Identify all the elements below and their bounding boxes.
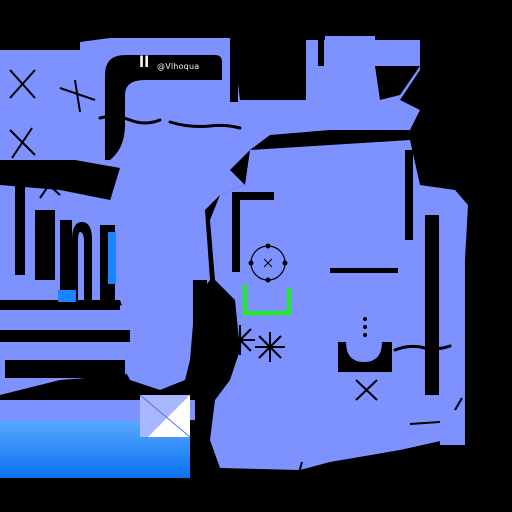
wall-left-mid-2 xyxy=(35,210,55,280)
wall-layer xyxy=(0,36,439,395)
water-column xyxy=(108,232,116,284)
water-column-2 xyxy=(58,290,76,302)
wall-main-room-left xyxy=(232,192,274,200)
wall-upper-right-divider xyxy=(298,40,306,100)
wall-bowl xyxy=(338,342,392,372)
floor-top-right-stub xyxy=(325,36,375,66)
dotted-stack-icon xyxy=(363,317,367,337)
wall-arch xyxy=(72,222,92,300)
floor-main-room xyxy=(210,140,468,470)
wall-top-stub xyxy=(318,36,324,66)
wall-left-bottom xyxy=(5,360,125,378)
chain-link-icon xyxy=(98,114,452,352)
wall-right-door xyxy=(425,215,439,395)
wall-arch-left xyxy=(60,220,72,300)
wall-left-floor-line xyxy=(0,300,120,310)
star-burst-icon xyxy=(225,325,285,362)
logo-text: @Vlhoqua xyxy=(157,62,200,71)
wall-left-mid xyxy=(15,185,25,275)
circle-target-icon xyxy=(248,243,288,283)
floor-right-strip xyxy=(440,215,465,445)
cross-mark-icon xyxy=(9,69,378,401)
wall-center-vertical xyxy=(193,280,207,370)
wall-main-room-left-v xyxy=(232,192,240,272)
tick-marks xyxy=(20,339,463,481)
wall-room-shelf xyxy=(330,268,398,273)
player-marker[interactable] xyxy=(243,285,291,315)
wall-pipe-top xyxy=(105,55,222,160)
wall-room-divider-right xyxy=(405,150,413,240)
wall-upper-room-divider xyxy=(230,40,238,102)
logo-mark: ll xyxy=(139,53,150,71)
crate[interactable] xyxy=(139,394,191,438)
wall-right-notch xyxy=(375,66,420,100)
wall-left-lower-shelf xyxy=(0,330,130,342)
